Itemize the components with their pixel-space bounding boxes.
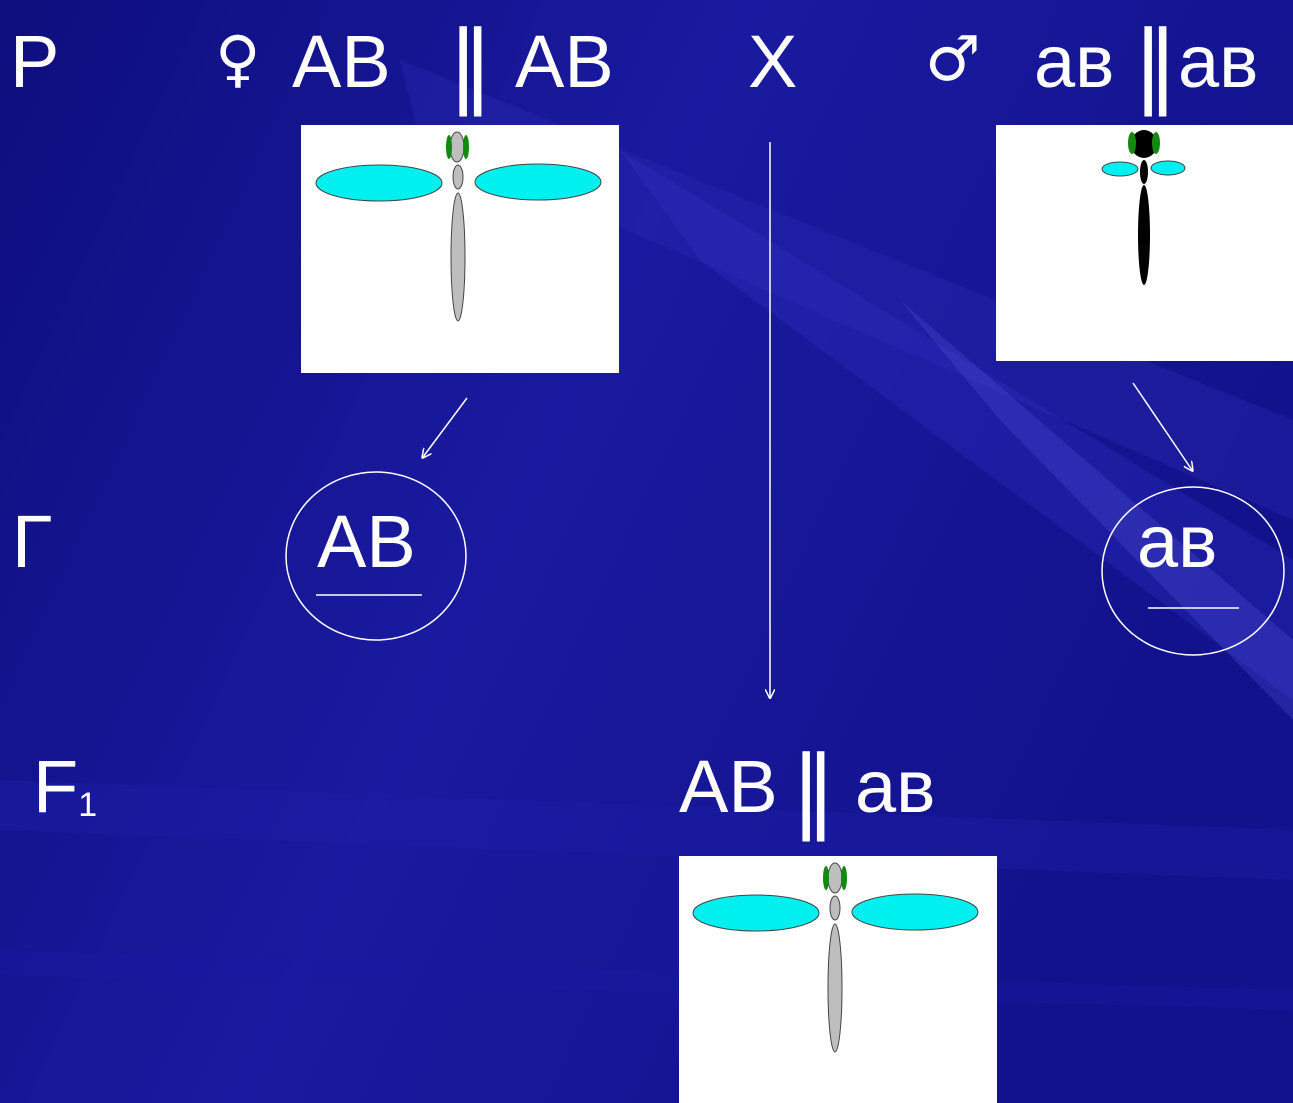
cross-symbol: X — [748, 20, 798, 103]
offspring-genotype-right: ав — [855, 745, 936, 828]
offspring-chromosome-divider: ‖ — [791, 737, 836, 842]
male-gamete-label: ав — [1137, 500, 1218, 583]
female-genotype-left: AB — [292, 20, 391, 103]
dragonfly-icon — [1101, 130, 1186, 285]
male-chromosome-divider: ‖ — [1133, 12, 1178, 117]
offspring-genotype-left: AB — [679, 745, 778, 828]
male-fly-image — [996, 125, 1293, 361]
dragonfly-icon — [692, 862, 979, 1053]
female-gamete-label: AB — [317, 500, 416, 583]
dragonfly-icon — [315, 131, 602, 322]
offspring-fly-image — [679, 856, 997, 1103]
female-symbol: ♀ — [215, 22, 261, 95]
male-genotype-right: ав — [1178, 20, 1259, 103]
row-label-gametes: Г — [12, 500, 53, 583]
female-fly-image — [301, 125, 619, 373]
male-genotype-left: ав — [1034, 20, 1115, 103]
female-chromosome-divider: ‖ — [448, 12, 493, 117]
f1-index: 1 — [78, 786, 98, 824]
male-symbol: ♂ — [925, 22, 981, 95]
female-genotype-right: AB — [515, 20, 614, 103]
row-label-f1: F1 — [33, 750, 97, 824]
row-label-parents: P — [10, 20, 60, 103]
f1-letter: F — [33, 745, 79, 828]
